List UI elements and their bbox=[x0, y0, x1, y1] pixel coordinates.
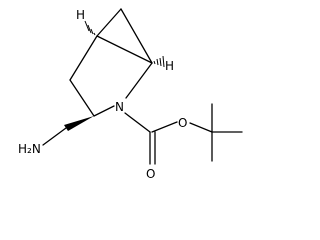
bond-oester-ctbu bbox=[189, 122, 213, 133]
bond-c4-c3 bbox=[69, 79, 95, 117]
bond-ch2-nh2 bbox=[42, 127, 67, 146]
atom-h-top-right: H bbox=[165, 59, 174, 73]
bond-c5-c6 bbox=[96, 8, 122, 37]
atom-n-ring: N bbox=[115, 100, 124, 114]
atom-h-top-left: H bbox=[76, 8, 85, 22]
atom-o-ester: O bbox=[178, 116, 187, 130]
bond-n2-ccarbonyl bbox=[124, 112, 151, 133]
molecule-svg: N O O H₂N H H bbox=[18, 8, 243, 181]
bond-c5-c1 bbox=[96, 35, 153, 64]
bond-c5-c4 bbox=[69, 35, 98, 81]
bond-c-oester bbox=[151, 121, 178, 133]
wedge-c3-ch2 bbox=[64, 116, 94, 131]
atom-o-carbonyl: O bbox=[146, 167, 155, 181]
bond-n2-c1 bbox=[125, 62, 153, 99]
structure-diagram: N O O H₂N H H bbox=[18, 8, 243, 181]
atom-nh2: H₂N bbox=[18, 142, 41, 156]
bond-c6-c1 bbox=[120, 8, 153, 64]
hashed-wedge-c5-h bbox=[84, 20, 96, 36]
bond-c3-n2 bbox=[93, 105, 115, 117]
hashed-wedge-c1-h bbox=[153, 55, 165, 68]
